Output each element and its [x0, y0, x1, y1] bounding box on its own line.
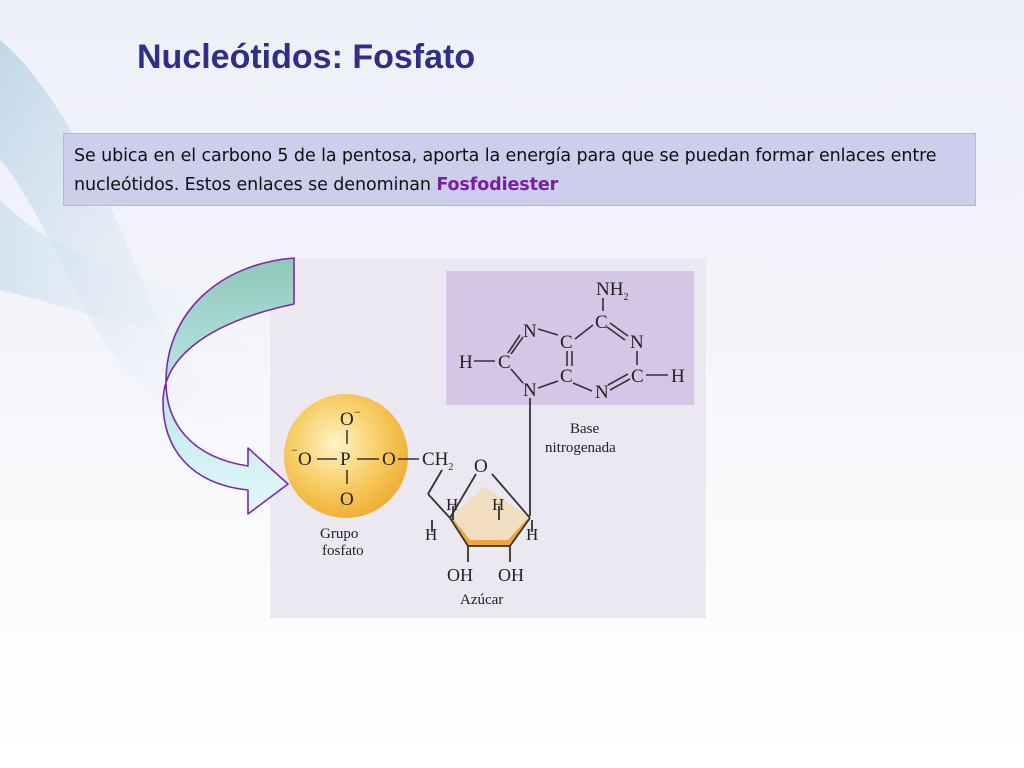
sugar-h-inner-right: H: [492, 495, 504, 514]
phosphate-o-left-charge: −: [291, 443, 298, 457]
base-bonds: [474, 298, 668, 392]
atom-c6: C: [560, 332, 573, 353]
callout-text: Se ubica en el carbono 5 de la pentosa, …: [74, 146, 937, 195]
phosphate-p: P: [340, 449, 351, 470]
atom-c8: C: [498, 352, 511, 373]
sugar-oh-left: OH: [447, 565, 473, 585]
nucleotide-figure: O − − O P O O CH2 Grupo fosfato: [270, 258, 706, 618]
phosphate-o-top: O: [340, 409, 354, 430]
sugar-h-inner-left: H: [446, 495, 458, 514]
base-highlight-box: [446, 271, 694, 405]
atom-n7: N: [523, 321, 537, 342]
phosphate-o-top-charge: −: [354, 405, 361, 419]
ch2-label: CH2: [422, 449, 453, 473]
atom-c4: C: [560, 366, 573, 387]
sugar-label: Azúcar: [460, 592, 503, 608]
sugar-oh-right: OH: [498, 565, 524, 585]
base-label-line1: Base: [570, 421, 600, 437]
atom-n3: N: [595, 382, 609, 403]
nucleotide-diagram: O − − O P O O CH2 Grupo fosfato: [284, 271, 694, 608]
sugar-ring-bonds: [427, 469, 533, 562]
atom-c2: C: [631, 366, 644, 387]
phosphate-o-bottom: O: [340, 489, 354, 510]
atom-h2: H: [671, 366, 685, 387]
base-label-line2: nitrogenada: [545, 440, 616, 456]
atom-n9: N: [523, 380, 537, 401]
curved-arrow-shape: [162, 257, 295, 515]
nh2-label: NH2: [596, 279, 628, 303]
atom-n1: N: [630, 332, 644, 353]
sugar-ring-o: O: [474, 456, 488, 477]
slide-title: Nucleótidos: Fosfato: [137, 38, 476, 76]
phosphate-sphere: [284, 394, 408, 518]
callout-highlight: Fosfodiester: [436, 175, 559, 195]
atom-h8: H: [459, 352, 473, 373]
phosphate-label-line1: Grupo: [320, 526, 358, 542]
phosphate-o-left: O: [298, 449, 312, 470]
phosphate-bonds: [317, 430, 419, 484]
sugar-h-outer-left: H: [425, 525, 437, 544]
atom-c5: C: [595, 312, 608, 333]
phosphate-label-line2: fosfato: [322, 543, 364, 559]
sugar-ring-band: [450, 518, 530, 546]
phosphate-o-right: O: [382, 449, 396, 470]
curved-arrow: [162, 257, 295, 515]
sugar-h-outer-right: H: [526, 525, 538, 544]
description-callout: Se ubica en el carbono 5 de la pentosa, …: [63, 133, 976, 206]
sugar-ring-face: [450, 486, 530, 546]
